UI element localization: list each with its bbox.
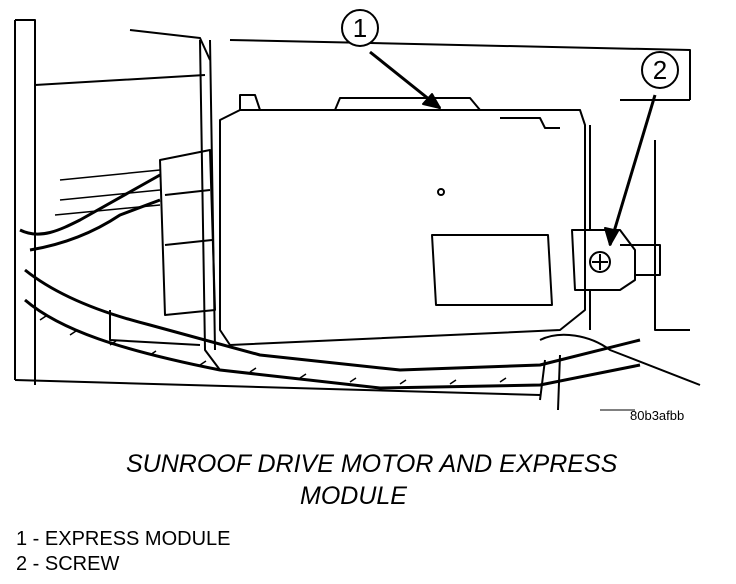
legend-item-express-module: 1 - EXPRESS MODULE (16, 528, 231, 550)
line-drawing: 1 2 (14, 9, 701, 411)
callout-2-leader (608, 94, 657, 246)
callout-2-number: 2 (653, 55, 667, 85)
legend-item-screw: 2 - SCREW (16, 553, 120, 575)
express-module (219, 109, 586, 346)
mounting-bracket (571, 229, 636, 291)
label-plate (431, 234, 553, 306)
callout-1-number: 1 (353, 13, 367, 43)
frame-rail (199, 39, 221, 371)
figure-caption-line-1: SUNROOF DRIVE MOTOR AND EXPRESS (126, 450, 618, 478)
connector (159, 149, 216, 316)
wiring-harness (19, 173, 641, 372)
screw (589, 251, 611, 273)
roof-panel-outline (14, 19, 36, 385)
figure-caption-line-2: MODULE (300, 482, 407, 510)
callout-2: 2 (641, 51, 679, 89)
figure-reference-code: 80b3afbb (630, 408, 685, 423)
callout-1: 1 (341, 9, 379, 47)
